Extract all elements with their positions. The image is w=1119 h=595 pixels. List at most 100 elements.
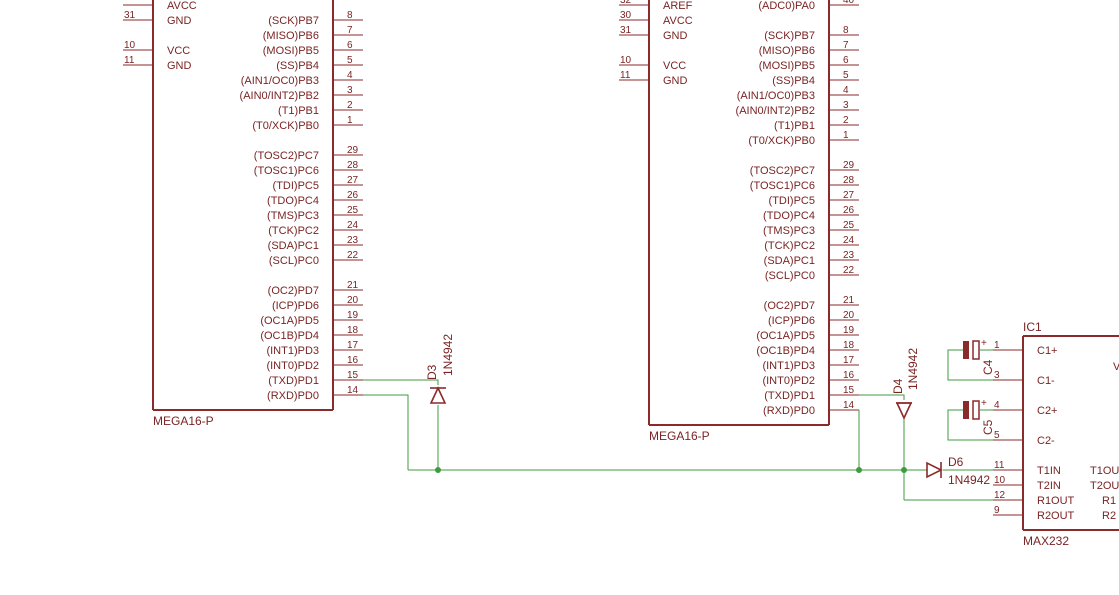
chip1-pin-number: 16 [347,355,359,366]
chip1-pin-label: (OC2)PD7 [268,285,319,297]
chip1-pin-number: 22 [347,250,359,261]
chip2-pin-label: (OC2)PD7 [764,300,815,312]
chip1-pin-label: (SS)PB4 [276,60,319,72]
chip1-pin-label: (TXD)PD1 [268,375,319,387]
ic1-pin-label: T1IN [1037,465,1061,477]
chip1-pin-number: 24 [347,220,359,231]
chip1-pin-label: (INT1)PD3 [266,345,319,357]
chip1-pin-label: (SCL)PC0 [269,255,319,267]
chip2-pin-number: 6 [843,55,849,66]
c4-ref: C4 [981,359,995,375]
chip2-pin-label: (ICP)PD6 [768,315,815,327]
wire-chip2-txd-to-d4 [859,394,905,400]
ic1-pin-number: 9 [994,505,1000,516]
ic1-pin-label: C1+ [1037,345,1058,357]
chip1-pin-label: (TOSC2)PC7 [254,150,319,162]
chip1-pin-number: 29 [347,145,359,156]
chip2-pin-label: (SCL)PC0 [765,270,815,282]
chip2-pin-number: 16 [843,370,855,381]
chip1-pin-label: GND [167,60,192,72]
chip2-pin-label: (INT0)PD2 [762,375,815,387]
d6-triangle [926,461,943,479]
chip2-pin-number: 3 [843,100,849,111]
junction-d4 [901,467,907,473]
chip1-pin-number: 20 [347,295,359,306]
d3-value: 1N4942 [441,334,455,376]
chip2-pin-label: (TDI)PC5 [769,195,815,207]
diode-d4: D4 1N4942 [891,348,920,420]
chip2-pin-label: (INT1)PD3 [762,360,815,372]
chip1-pin-label: (T0/XCK)PB0 [252,120,319,132]
chip2-pin-label: AREF [663,0,693,12]
chip1-pin-label: (TDI)PC5 [273,180,319,192]
chip2-pin-number: 4 [843,85,849,96]
diode-d3: D3 1N4942 [425,334,455,404]
chip2-pin-number: 26 [843,205,855,216]
chip2-pin-number: 17 [843,355,855,366]
ic1-right-label: T2OU [1090,480,1119,492]
chip1-pin-label: (RXD)PD0 [267,390,319,402]
c5-plus-mark: + [981,398,987,409]
chip1-pin-number: 2 [347,100,353,111]
ic1-right-label: V [1113,361,1119,373]
chip1-pin-label: (ICP)PD6 [272,300,319,312]
chip1-pin-number: 10 [124,40,136,51]
chip2-pin-label: (TOSC1)PC6 [750,180,815,192]
ic1-pin-label: R1OUT [1037,495,1075,507]
chip1-pin-label: (MISO)PB6 [263,30,319,42]
chip1-pin-label: (AIN1/OC0)PB3 [241,75,319,87]
ic1-right-label: R1 [1102,495,1116,507]
d4-ref: D4 [891,378,905,394]
chip1-pin-label: (TCK)PC2 [268,225,319,237]
chip1-pin-number: 7 [347,25,353,36]
d3-ref: D3 [425,364,439,380]
chip1-pin-number: 28 [347,160,359,171]
wire-c5-minus [947,409,993,441]
chip2-pin-number: 10 [620,55,632,66]
chip1-pin-label: VCC [167,45,190,57]
chip2-pin-number: 24 [843,235,855,246]
chip2-right-pins: 40(ADC0)PA08(SCK)PB77(MISO)PB66(MOSI)PB5… [736,0,859,417]
ic1-pin-label: C1- [1037,375,1055,387]
chip1-pin-label: GND [167,15,192,27]
chip1-pin-label: (TDO)PC4 [267,195,319,207]
d4-triangle [895,402,913,420]
chip1-pin-label: (OC1B)PD4 [260,330,319,342]
capacitor-c4: + C4 [963,338,995,375]
c4-plate-filled [963,341,969,359]
chip1-pin-number: 5 [347,55,353,66]
chip1-pin-number: 21 [347,280,359,291]
chip1-pin-label: (AIN0/INT2)PB2 [240,90,319,102]
chip2-pin-number: 31 [620,25,632,36]
chip2-pin-number: 14 [843,400,855,411]
d6-ref: D6 [948,455,964,469]
ic1-right-label: R2 [1102,510,1116,522]
chip2-pin-label: (OC1B)PD4 [756,345,815,357]
chip2-pin-label: (AIN1/OC0)PB3 [737,90,815,102]
chip2-pin-number: 11 [620,70,631,81]
chip2-pin-label: (MOSI)PB5 [759,60,815,72]
chip1-pin-number: 11 [124,55,135,66]
chip1-pin-label: (INT0)PD2 [266,360,319,372]
ic1-pin-number: 3 [994,370,1000,381]
chip1-pin-number: 31 [124,10,136,21]
chip2-pin-number: 7 [843,40,849,51]
capacitor-c5: + C5 [963,398,995,435]
chip1-pin-number: 15 [347,370,359,381]
chip2-pin-label: (TOSC2)PC7 [750,165,815,177]
chip2-pin-label: (AIN0/INT2)PB2 [736,105,815,117]
chip2-pin-number: 5 [843,70,849,81]
chip2-pin-label: (T1)PB1 [774,120,815,132]
ic1-pin-number: 4 [994,400,1000,411]
c5-plate-filled [963,401,969,419]
chip2-pin-number: 30 [620,10,632,21]
chip1-pin-number: 27 [347,175,359,186]
chip2-pin-number: 29 [843,160,855,171]
ic1-pin-number: 10 [994,475,1006,486]
chip2-pin-number: 8 [843,25,849,36]
